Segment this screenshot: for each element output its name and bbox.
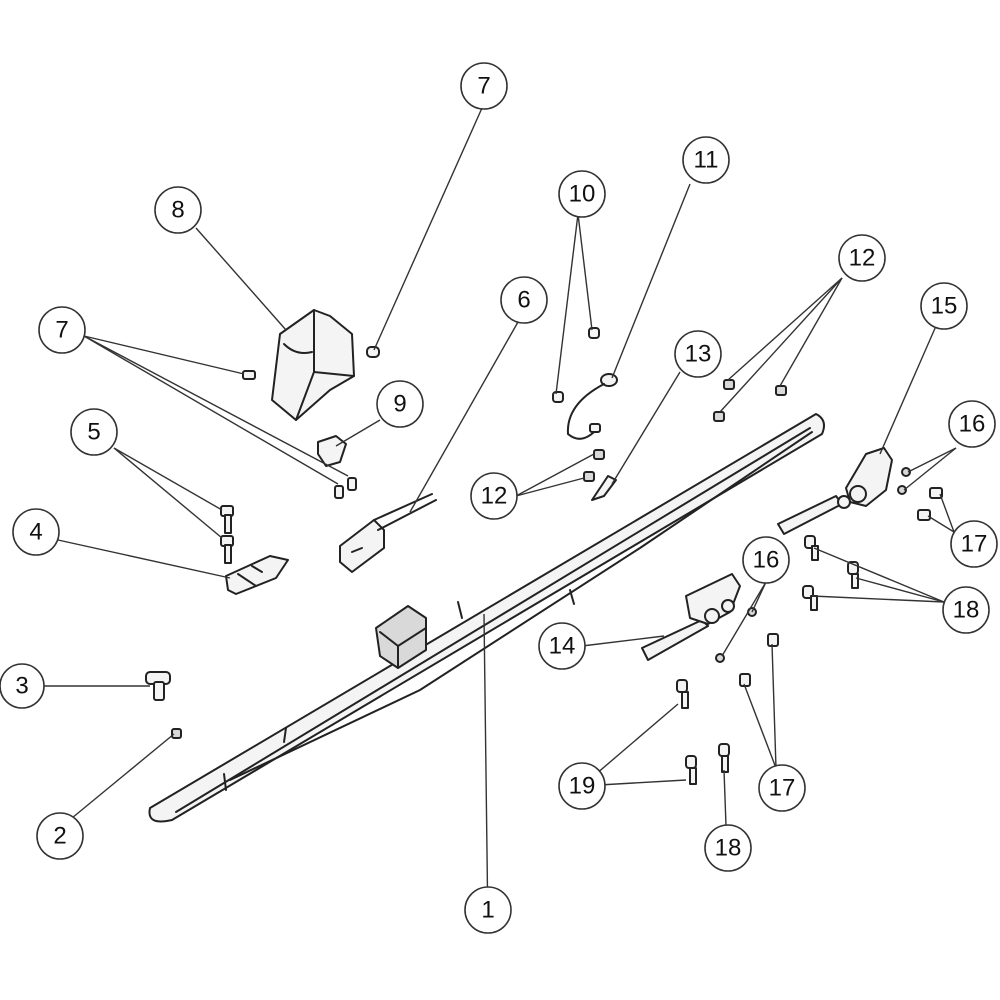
callout-12-right-label: 12 bbox=[849, 245, 876, 272]
callout-14: 14 bbox=[538, 622, 586, 670]
part-11-cable bbox=[566, 373, 618, 440]
part-6-connector bbox=[339, 493, 437, 573]
callout-17-bottom: 17 bbox=[758, 764, 806, 812]
callout-18-bottom: 18 bbox=[704, 824, 752, 872]
callout-10: 10 bbox=[558, 170, 606, 218]
callout-7-left: 7 bbox=[38, 306, 86, 354]
callout-1: 1 bbox=[464, 886, 512, 934]
callout-14-label: 14 bbox=[549, 633, 576, 660]
part-9-cap bbox=[317, 435, 347, 467]
callout-19: 19 bbox=[558, 762, 606, 810]
callout-4: 4 bbox=[12, 508, 60, 556]
part-5-pins bbox=[220, 505, 234, 564]
part-19-bolts bbox=[676, 679, 697, 785]
callout-5-label: 5 bbox=[87, 419, 100, 446]
callout-11-label: 11 bbox=[694, 147, 719, 174]
callout-8-label: 8 bbox=[171, 197, 184, 224]
callout-17-right-label: 17 bbox=[961, 531, 988, 558]
callout-13-label: 13 bbox=[685, 341, 712, 368]
callout-7-top: 7 bbox=[460, 62, 508, 110]
callout-4-label: 4 bbox=[29, 519, 42, 546]
part-4-adapter bbox=[225, 555, 289, 595]
callout-7-top-label: 7 bbox=[477, 73, 490, 100]
callout-15: 15 bbox=[920, 282, 968, 330]
callout-18-right-label: 18 bbox=[953, 597, 980, 624]
part-3-thumb-screw bbox=[145, 671, 171, 701]
part-12-clips bbox=[583, 379, 787, 482]
callout-12-left-label: 12 bbox=[481, 483, 508, 510]
part-14-arm bbox=[641, 573, 741, 661]
part-17-bolts bbox=[739, 487, 943, 687]
callout-19-label: 19 bbox=[569, 773, 596, 800]
callout-13: 13 bbox=[674, 330, 722, 378]
callout-12-left: 12 bbox=[470, 472, 518, 520]
callout-16-right: 16 bbox=[948, 400, 996, 448]
callout-16-center: 16 bbox=[742, 536, 790, 584]
callout-2: 2 bbox=[36, 812, 84, 860]
callout-9: 9 bbox=[376, 380, 424, 428]
callout-6: 6 bbox=[500, 276, 548, 324]
callout-7-left-label: 7 bbox=[55, 317, 68, 344]
callout-18-bottom-label: 18 bbox=[715, 835, 742, 862]
callout-3: 3 bbox=[0, 663, 45, 709]
part-2-nut bbox=[171, 728, 182, 739]
callout-11: 11 bbox=[682, 136, 730, 184]
part-18-bolts bbox=[718, 535, 859, 773]
callout-10-label: 10 bbox=[569, 181, 596, 208]
callout-17-right: 17 bbox=[950, 520, 998, 568]
part-7-screws bbox=[242, 346, 380, 499]
part-8-cover bbox=[271, 309, 355, 421]
callout-18-right: 18 bbox=[942, 586, 990, 634]
callout-16-center-label: 16 bbox=[753, 547, 780, 574]
callout-3-label: 3 bbox=[15, 673, 28, 700]
part-10-screws bbox=[552, 327, 600, 403]
callout-9-label: 9 bbox=[393, 391, 406, 418]
callout-16-right-label: 16 bbox=[959, 411, 986, 438]
part-15-bracket bbox=[777, 447, 893, 535]
callout-15-label: 15 bbox=[931, 293, 958, 320]
part-1-blade-frame bbox=[148, 413, 825, 823]
part-16-washers bbox=[715, 467, 911, 663]
callout-17-bottom-label: 17 bbox=[769, 775, 796, 802]
part-13-clip bbox=[591, 475, 617, 501]
part-1-center-clip bbox=[375, 605, 427, 669]
callout-1-label: 1 bbox=[481, 897, 494, 924]
callout-2-label: 2 bbox=[53, 823, 66, 850]
callout-5: 5 bbox=[70, 408, 118, 456]
callout-8: 8 bbox=[154, 186, 202, 234]
callout-6-label: 6 bbox=[517, 287, 530, 314]
callout-12-right: 12 bbox=[838, 234, 886, 282]
